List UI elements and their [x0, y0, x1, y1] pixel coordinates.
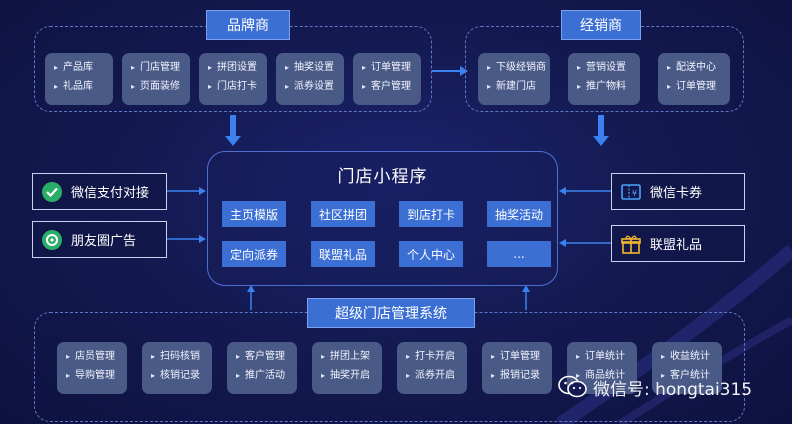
system-card-item: 打卡开启	[406, 347, 467, 366]
alliance-gift-label: 联盟礼品	[650, 238, 703, 253]
brand-card-item: 拼团设置	[208, 58, 267, 77]
alliance-gift-box: 联盟礼品	[611, 225, 745, 262]
system-card-item: 导购管理	[66, 366, 127, 385]
svg-text:¥: ¥	[632, 189, 637, 198]
feature-tile: 联盟礼品	[311, 241, 375, 267]
dealer-card-item: 新建门店	[487, 77, 550, 96]
system-card-item: 报销记录	[491, 366, 552, 385]
dealer-title: 经销商	[561, 10, 641, 40]
system-up-arrow-left	[247, 285, 255, 310]
brand-card-item: 派券设置	[285, 77, 344, 96]
system-card: 收益统计客户统计	[652, 342, 722, 394]
wechat-logo-icon	[558, 375, 587, 398]
system-card-item: 客户管理	[236, 347, 297, 366]
system-card: 店员管理导购管理	[57, 342, 127, 394]
system-card-item: 订单统计	[576, 347, 637, 366]
coupon-icon: ¥	[621, 183, 641, 200]
gift-icon	[621, 235, 641, 254]
watermark-text: 微信号: hongtai315	[593, 379, 753, 400]
system-card: 扫码核销核销记录	[142, 342, 212, 394]
feature-tile: 定向派券	[222, 241, 286, 267]
brand-card: 抽奖设置派券设置	[276, 53, 344, 105]
dealer-down-arrow	[593, 115, 609, 146]
feature-tile: 抽奖活动	[487, 201, 551, 227]
brand-down-arrow	[225, 115, 241, 146]
system-card-item: 订单管理	[491, 347, 552, 366]
dealer-card: 营销设置推广物料	[568, 53, 640, 105]
brand-card-item: 客户管理	[362, 77, 421, 96]
brand-to-dealer-arrow	[432, 66, 468, 76]
dealer-card: 配送中心订单管理	[658, 53, 730, 105]
feature-tile: 社区拼团	[311, 201, 375, 227]
dealer-card-item: 下级经销商	[487, 58, 550, 77]
system-card-item: 推广活动	[236, 366, 297, 385]
right-arrows	[559, 187, 611, 247]
feature-tile: ...	[487, 241, 551, 267]
dealer-card-item: 推广物料	[577, 77, 640, 96]
center-title: 门店小程序	[337, 167, 428, 187]
system-card: 拼团上架抽奖开启	[312, 342, 382, 394]
system-title: 超级门店管理系统	[307, 298, 475, 328]
moments-ad-box: 朋友圈广告	[32, 221, 167, 258]
system-card-item: 抽奖开启	[321, 366, 382, 385]
system-card-item: 商品统计	[576, 366, 637, 385]
system-group	[34, 312, 745, 422]
wechat-card-label: 微信卡券	[650, 186, 703, 201]
system-card-item: 客户统计	[661, 366, 722, 385]
wechat-card-box: ¥ 微信卡券	[611, 173, 745, 210]
brand-card: 产品库礼品库	[45, 53, 113, 105]
brand-card-item: 订单管理	[362, 58, 421, 77]
brand-title: 品牌商	[206, 10, 290, 40]
system-card-item: 拼团上架	[321, 347, 382, 366]
dealer-card-item: 配送中心	[667, 58, 730, 77]
dealer-card-item: 订单管理	[667, 77, 730, 96]
brand-card: 订单管理客户管理	[353, 53, 421, 105]
wechat-pay-icon	[42, 181, 62, 202]
brand-card-item: 产品库	[54, 58, 113, 77]
brand-card-item: 抽奖设置	[285, 58, 344, 77]
system-card-item: 派券开启	[406, 366, 467, 385]
system-card-item: 扫码核销	[151, 347, 212, 366]
system-card-item: 核销记录	[151, 366, 212, 385]
system-card-item: 店员管理	[66, 347, 127, 366]
wechat-pay-label: 微信支付对接	[71, 186, 150, 201]
left-arrows	[167, 187, 206, 243]
brand-card-item: 礼品库	[54, 77, 113, 96]
brand-card-item: 门店管理	[131, 58, 190, 77]
watermark: 微信号: hongtai315	[558, 374, 752, 400]
dealer-card-item: 营销设置	[577, 58, 640, 77]
brand-card: 门店管理页面装修	[122, 53, 190, 105]
system-card-item: 收益统计	[661, 347, 722, 366]
moments-icon	[42, 229, 62, 250]
brand-card: 拼团设置门店打卡	[199, 53, 267, 105]
dealer-card: 下级经销商新建门店	[478, 53, 550, 105]
wechat-pay-box: 微信支付对接	[32, 173, 167, 210]
brand-card-item: 门店打卡	[208, 77, 267, 96]
system-card: 客户管理推广活动	[227, 342, 297, 394]
feature-tile: 到店打卡	[399, 201, 463, 227]
feature-tile: 主页模版	[222, 201, 286, 227]
system-up-arrow-right	[522, 285, 530, 310]
moments-ad-label: 朋友圈广告	[71, 234, 137, 249]
feature-tile: 个人中心	[399, 241, 463, 267]
system-card: 订单管理报销记录	[482, 342, 552, 394]
system-card: 打卡开启派券开启	[397, 342, 467, 394]
brand-card-item: 页面装修	[131, 77, 190, 96]
